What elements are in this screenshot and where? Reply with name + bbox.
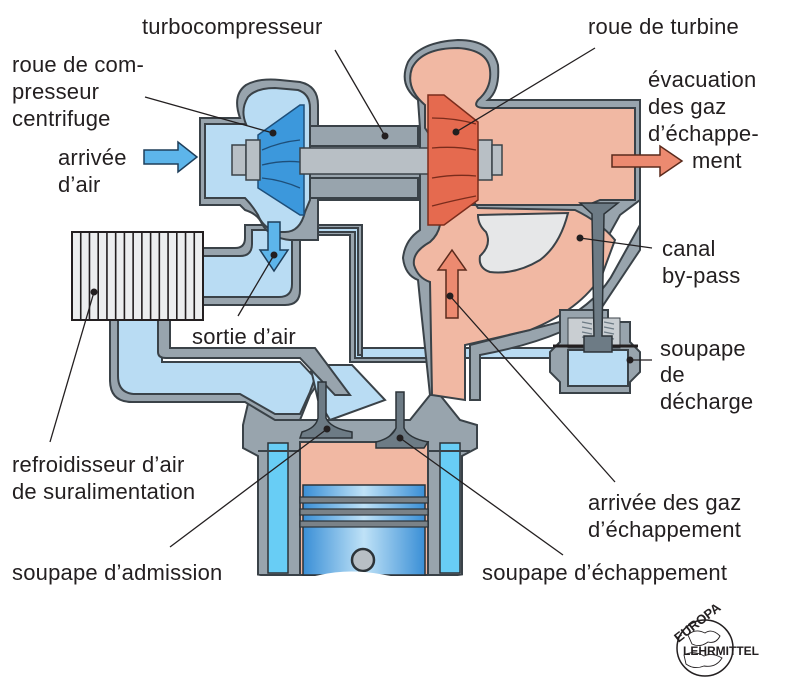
label-exhaust-outlet: évacuation des gaz d’échappe- ment [648, 67, 765, 173]
intake-valve [298, 381, 353, 439]
wastegate-valve [549, 202, 641, 394]
leader-lines [49, 47, 653, 556]
label-bypass-channel: canal by-pass [662, 236, 740, 288]
piston-ring-1 [299, 496, 429, 504]
piston-pin [350, 547, 376, 573]
shaft [231, 139, 503, 181]
label-intercooler: refroidisseur d’air de suralimentation [12, 452, 195, 504]
label-exhaust-valve: soupape d’échappement [482, 560, 727, 585]
label-turbocharger: turbocompresseur [142, 14, 323, 39]
label-wastegate-valve: soupape de décharge [660, 336, 753, 414]
label-exhaust-gas-inlet: arrivée des gaz d’échappement [588, 490, 748, 542]
label-compressor-wheel: roue de com- presseur centrifuge [12, 52, 150, 131]
piston-ring-2 [299, 508, 429, 516]
compressor-nut [231, 144, 247, 176]
cylinder-liner-right [439, 442, 461, 574]
intake-manifold [109, 317, 387, 422]
label-intake-valve: soupape d’admission [12, 560, 223, 585]
exhaust-valve [375, 391, 430, 449]
piston-ring-3 [299, 520, 429, 528]
piston [299, 484, 429, 576]
air-inlet-arrow [143, 140, 199, 174]
turbine-wheel [427, 94, 479, 226]
air-outlet-arrow [258, 221, 290, 273]
turbine-nut [477, 139, 493, 181]
gas-up-arrow [436, 248, 468, 319]
bypass-void [476, 211, 570, 274]
intercooler [71, 231, 204, 321]
label-air-outlet: sortie d’air [192, 324, 296, 349]
label-air-inlet: arrivée d’air [58, 145, 133, 197]
logo-right-text: LEHRMITTEL [683, 644, 759, 658]
label-turbine-wheel: roue de turbine [588, 14, 739, 39]
cylinder-liner-left [267, 442, 289, 574]
europa-lehrmittel-logo: EUROPA LEHRMITTEL [671, 599, 759, 677]
exhaust-outlet-arrow [611, 144, 684, 178]
